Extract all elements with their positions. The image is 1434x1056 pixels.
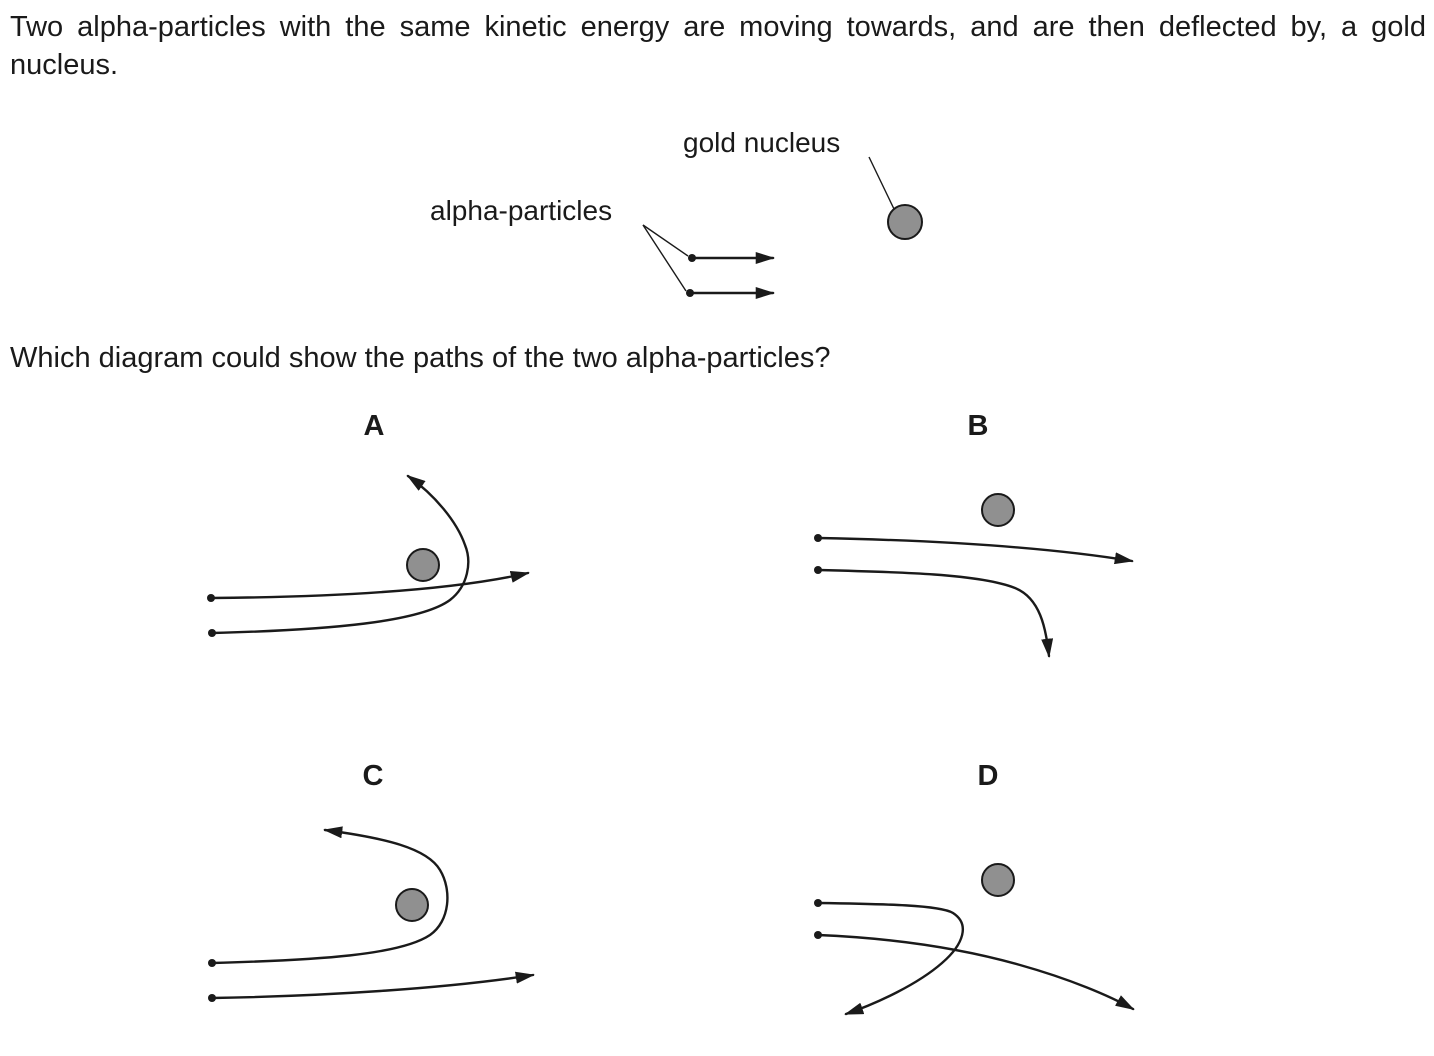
gold-nucleus — [887, 204, 923, 240]
option-letter-d: D — [977, 760, 999, 792]
option-letter-b: B — [967, 410, 989, 442]
trajectory-strong-downward — [816, 568, 1054, 658]
trajectory-slight-deflection — [210, 971, 535, 1000]
particle-pointer-line-lower — [642, 224, 687, 292]
gold-nucleus — [981, 863, 1015, 897]
option-b-diagram — [814, 493, 1134, 658]
option-c-diagram — [208, 826, 535, 1002]
question-prompt-text: Which diagram could show the paths of th… — [10, 342, 831, 374]
option-d-diagram — [814, 863, 1135, 1016]
nucleus-pointer-line — [868, 156, 895, 210]
trajectory-backscatter-crossing — [210, 474, 470, 635]
option-letter-c: C — [362, 760, 384, 792]
alpha-particles-label: alpha-particles — [430, 195, 613, 226]
option-letter-a: A — [363, 410, 385, 442]
trajectory-slight-deflection — [816, 536, 1134, 565]
option-a-diagram — [207, 474, 530, 637]
gold-nucleus-label: gold nucleus — [683, 127, 841, 158]
gold-nucleus — [406, 548, 440, 582]
gold-nucleus — [981, 493, 1015, 527]
trajectory-slight-deflection — [209, 571, 530, 600]
intro-diagram — [642, 156, 923, 299]
particle-pointer-line-upper — [642, 224, 689, 257]
gold-nucleus — [395, 888, 429, 922]
trajectory-hook-down-left — [816, 901, 964, 1016]
question-intro-text: Two alpha-particles with the same kineti… — [10, 11, 1426, 82]
trajectory-backscatter — [210, 826, 449, 965]
trajectory-down-right-crossing — [816, 933, 1135, 1011]
